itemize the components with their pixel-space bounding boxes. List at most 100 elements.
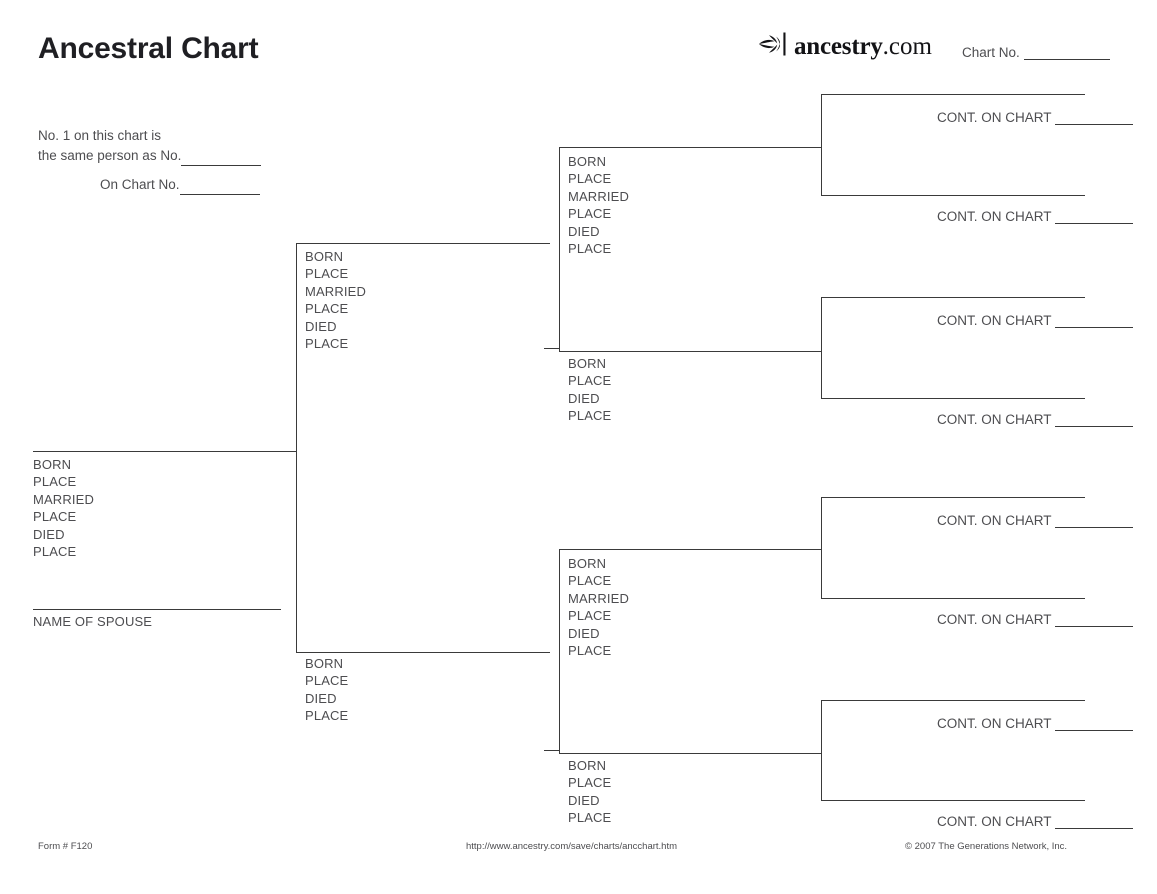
person-6-name-rule [559, 549, 814, 550]
chart-no-field[interactable]: Chart No. [962, 45, 1110, 60]
cont-on-chart-8-label: CONT. ON CHART [937, 110, 1052, 125]
person-2-place-m: PLACE [305, 301, 349, 317]
cont-on-chart-12[interactable]: CONT. ON CHART [937, 513, 1134, 528]
person-3-place-d: PLACE [305, 708, 349, 724]
person-2-place-d: PLACE [305, 336, 349, 352]
person-2-to-gen3-connector [544, 348, 560, 349]
same-person-no-blank[interactable] [181, 165, 262, 166]
gen2-bracket-spine [296, 243, 297, 653]
person-1-spouse-label: NAME OF SPOUSE [33, 614, 153, 629]
cont-on-chart-10-blank[interactable] [1055, 327, 1134, 328]
chart-no-blank[interactable] [1023, 59, 1110, 60]
cont-on-chart-15[interactable]: CONT. ON CHART [937, 814, 1134, 829]
brand-tld: .com [882, 32, 932, 60]
person-1-died: DIED [33, 526, 65, 542]
person-6-place-b: PLACE [568, 573, 612, 589]
person-7-place-d: PLACE [568, 810, 612, 826]
person-4-to-gen4-connector [806, 147, 822, 148]
note-line-2: the same person as No. [38, 148, 182, 163]
cont-bracket-3-spine [821, 497, 822, 599]
cont-on-chart-13-blank[interactable] [1055, 626, 1134, 627]
person-4-fields: BORN PLACE MARRIED PLACE DIED PLACE [568, 153, 629, 257]
person-5-to-gen4-connector [806, 351, 822, 352]
cont-bracket-4-spine [821, 700, 822, 801]
ancestry-leaf-icon [757, 31, 791, 62]
person-1-married: MARRIED [33, 491, 94, 507]
person-7-name-rule [559, 753, 814, 754]
person-5-place-b: PLACE [568, 373, 612, 389]
person-7-born: BORN [568, 758, 607, 773]
person-6-place-m: PLACE [568, 608, 612, 624]
person-4-died: DIED [568, 223, 600, 239]
person-6-to-gen4-connector [806, 549, 822, 550]
cont-on-chart-9-blank[interactable] [1055, 223, 1134, 224]
person-3-born: BORN [305, 656, 344, 671]
cont-on-chart-15-blank[interactable] [1055, 828, 1134, 829]
cont-on-chart-9[interactable]: CONT. ON CHART [937, 209, 1134, 224]
page-title: Ancestral Chart [38, 32, 259, 65]
cont-13-rule [821, 598, 1085, 599]
cont-on-chart-12-label: CONT. ON CHART [937, 513, 1052, 528]
person-5-born: BORN [568, 356, 607, 371]
form-number: Form # F120 [38, 841, 93, 852]
person-6-born: BORN [568, 556, 607, 571]
on-chart-no-row: On Chart No. [38, 175, 261, 195]
person-1-place-d: PLACE [33, 544, 77, 560]
person-2-name-rule [296, 243, 550, 244]
person-4-place-d: PLACE [568, 241, 612, 257]
person-1-fields: BORN PLACE MARRIED PLACE DIED PLACE [33, 456, 94, 560]
person-4-place-m: PLACE [568, 206, 612, 222]
gen3-upper-bracket-spine [559, 147, 560, 352]
person-4-born: BORN [568, 154, 607, 169]
cont-on-chart-12-blank[interactable] [1055, 527, 1134, 528]
cont-on-chart-10-label: CONT. ON CHART [937, 313, 1052, 328]
cont-on-chart-8[interactable]: CONT. ON CHART [937, 110, 1134, 125]
cont-on-chart-13[interactable]: CONT. ON CHART [937, 612, 1134, 627]
person-5-died: DIED [568, 390, 600, 406]
person-6-married: MARRIED [568, 590, 629, 606]
person-1-place-b: PLACE [33, 474, 77, 490]
person-1-born: BORN [33, 457, 72, 472]
person-4-married: MARRIED [568, 188, 629, 204]
on-chart-no-blank[interactable] [179, 194, 260, 195]
person-1-name-rule [33, 451, 281, 452]
cont-bracket-2-spine [821, 297, 822, 399]
cont-on-chart-11-blank[interactable] [1055, 426, 1134, 427]
gen1-to-gen2-connector [281, 451, 297, 452]
cont-on-chart-11[interactable]: CONT. ON CHART [937, 412, 1134, 427]
person-4-place-b: PLACE [568, 171, 612, 187]
note-line-1: No. 1 on this chart is [38, 128, 162, 143]
person-7-died: DIED [568, 792, 600, 808]
ancestry-logo: ancestry.com [757, 31, 932, 61]
person-7-to-gen4-connector [806, 753, 822, 754]
person-6-place-d: PLACE [568, 643, 612, 659]
cont-on-chart-15-label: CONT. ON CHART [937, 814, 1052, 829]
cont-on-chart-9-label: CONT. ON CHART [937, 209, 1052, 224]
person-1-spouse-rule [33, 609, 281, 610]
cont-10-rule [821, 297, 1085, 298]
cont-on-chart-14[interactable]: CONT. ON CHART [937, 716, 1134, 731]
cont-on-chart-13-label: CONT. ON CHART [937, 612, 1052, 627]
person-5-place-d: PLACE [568, 408, 612, 424]
chart-no-label: Chart No. [962, 45, 1020, 60]
cont-on-chart-8-blank[interactable] [1055, 124, 1134, 125]
cont-on-chart-14-blank[interactable] [1055, 730, 1134, 731]
person-5-name-rule [559, 351, 814, 352]
person-6-died: DIED [568, 625, 600, 641]
person-5-fields: BORN PLACE DIED PLACE [568, 355, 611, 425]
cont-8-rule [821, 94, 1085, 95]
cont-on-chart-14-label: CONT. ON CHART [937, 716, 1052, 731]
person-3-name-rule [296, 652, 550, 653]
person-3-to-gen3-connector [544, 750, 560, 751]
person-2-fields: BORN PLACE MARRIED PLACE DIED PLACE [305, 248, 366, 352]
person-6-fields: BORN PLACE MARRIED PLACE DIED PLACE [568, 555, 629, 659]
person-2-died: DIED [305, 318, 337, 334]
same-person-note: No. 1 on this chart is the same person a… [38, 126, 262, 195]
cont-on-chart-10[interactable]: CONT. ON CHART [937, 313, 1134, 328]
person-1-place-m: PLACE [33, 509, 77, 525]
gen3-lower-bracket-spine [559, 549, 560, 753]
cont-11-rule [821, 398, 1085, 399]
on-chart-no-label: On Chart No. [100, 177, 180, 192]
person-2-married: MARRIED [305, 283, 366, 299]
